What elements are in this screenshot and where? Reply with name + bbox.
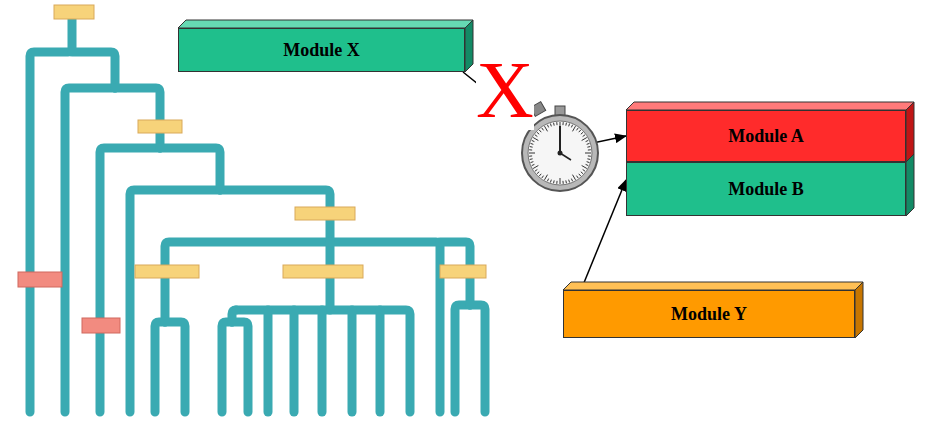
- box-side-face: [855, 282, 863, 338]
- watch-tick: [529, 155, 532, 156]
- watch-tick: [531, 161, 534, 163]
- watch-tick: [581, 132, 583, 134]
- watch-tick: [573, 175, 576, 180]
- module-box: Module Y: [563, 290, 855, 338]
- watch-tick: [532, 164, 535, 165]
- module-label: Module Y: [671, 304, 747, 325]
- watch-tick: [586, 164, 589, 165]
- watch-tick: [531, 143, 534, 145]
- watch-tick: [576, 176, 578, 178]
- watch-tick: [571, 125, 572, 128]
- watch-tick: [539, 174, 541, 176]
- watch-tick: [529, 149, 532, 150]
- watch-tick: [576, 128, 578, 130]
- watch-tick: [556, 181, 557, 184]
- connector-arrow: [581, 180, 626, 290]
- box-side-face: [906, 154, 914, 216]
- watch-tick: [579, 130, 581, 132]
- phylogenetic-tree: [30, 18, 485, 412]
- watch-tick: [535, 169, 537, 171]
- watch-tick: [550, 180, 552, 183]
- watch-tick: [545, 175, 548, 180]
- box-side-face: [906, 102, 914, 162]
- watch-tick: [532, 140, 535, 141]
- tree-tags: [18, 5, 486, 333]
- watch-tick: [553, 180, 555, 183]
- watch-tick: [571, 179, 572, 182]
- watch-tick: [547, 125, 548, 128]
- watch-tick: [533, 166, 538, 169]
- watch-tick: [583, 169, 585, 171]
- watch-tick: [533, 138, 538, 141]
- module-label: Module X: [283, 40, 360, 61]
- module-box: Module A: [626, 110, 906, 162]
- watch-tick: [545, 126, 548, 131]
- watch-tick: [587, 161, 590, 163]
- watch-tick: [587, 146, 590, 148]
- watch-tick: [535, 135, 537, 137]
- watch-tick: [579, 174, 581, 176]
- watch-tick: [588, 155, 591, 156]
- module-label: Module A: [728, 126, 804, 147]
- watch-tick: [582, 138, 587, 141]
- watch-tick: [530, 146, 533, 148]
- watch-tick: [547, 179, 548, 182]
- watch-tick: [588, 149, 591, 150]
- watch-tick: [537, 172, 539, 174]
- watch-tick: [562, 181, 563, 184]
- watch-tick: [587, 158, 590, 160]
- watch-tick: [568, 124, 570, 127]
- watch-tick: [553, 123, 555, 126]
- watch-tick: [565, 123, 567, 126]
- module-box: Module X: [178, 28, 465, 72]
- watch-tick: [542, 128, 544, 130]
- watch-tick: [581, 172, 583, 174]
- watch-tick: [562, 122, 563, 125]
- watch-tick: [539, 130, 541, 132]
- box-side-face: [465, 20, 473, 72]
- watch-tick: [550, 124, 552, 127]
- watch-tick: [585, 153, 591, 154]
- blocked-mark: X: [476, 50, 534, 130]
- watch-tick: [537, 132, 539, 134]
- watch-tick: [568, 180, 570, 183]
- watch-tick: [586, 140, 589, 141]
- watch-tick: [565, 180, 567, 183]
- watch-tick: [556, 122, 557, 125]
- watch-tick: [560, 178, 561, 184]
- box-top-face: [563, 282, 863, 290]
- watch-tick: [582, 166, 587, 169]
- watch-tick: [530, 158, 533, 160]
- module-box: Module B: [626, 162, 906, 216]
- watch-tick: [573, 126, 576, 131]
- watch-tick: [587, 143, 590, 145]
- module-label: Module B: [728, 179, 804, 200]
- watch-tick: [583, 135, 585, 137]
- watch-tick: [542, 176, 544, 178]
- box-top-face: [178, 20, 473, 28]
- watch-tick: [529, 153, 535, 154]
- box-top-face: [626, 102, 914, 110]
